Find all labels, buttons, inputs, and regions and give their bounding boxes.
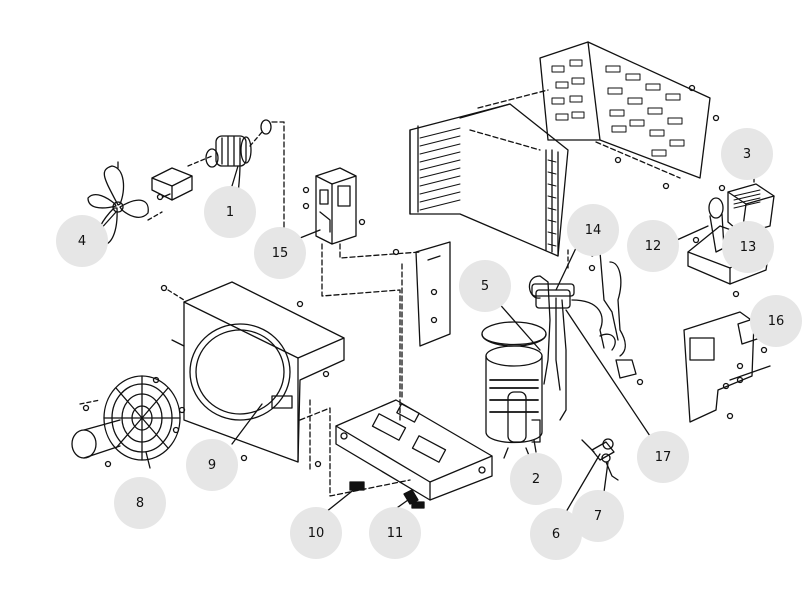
refrigerant-piping	[528, 249, 644, 421]
callout-6: 6	[530, 508, 582, 560]
compressor	[481, 321, 547, 459]
control-board	[718, 159, 775, 235]
callout-11: 11	[369, 507, 421, 559]
callout-5: 5	[459, 260, 511, 312]
callout-1: 1	[204, 186, 256, 238]
callout-14: 14	[567, 204, 619, 256]
fan-guard	[71, 375, 181, 468]
callout-17: 17	[637, 431, 689, 483]
base-pan	[335, 263, 493, 501]
rear-grille-panel	[539, 41, 720, 190]
front-panel	[160, 281, 411, 497]
condenser-coil	[409, 89, 569, 257]
callout-12: 12	[627, 220, 679, 272]
callout-16: 16	[750, 295, 802, 347]
motor-bracket	[151, 167, 193, 201]
callout-8: 8	[114, 477, 166, 529]
callout-15: 15	[254, 227, 306, 279]
callout-13: 13	[722, 221, 774, 273]
service-valves	[581, 438, 619, 481]
electrical-bracket	[302, 167, 421, 421]
callout-2: 2	[510, 453, 562, 505]
callout-10: 10	[290, 507, 342, 559]
callout-7: 7	[572, 490, 624, 542]
small-fittings	[349, 481, 425, 509]
callout-9: 9	[186, 439, 238, 491]
callout-4: 4	[56, 215, 108, 267]
callout-3: 3	[721, 128, 773, 180]
partition-plate	[392, 241, 451, 347]
